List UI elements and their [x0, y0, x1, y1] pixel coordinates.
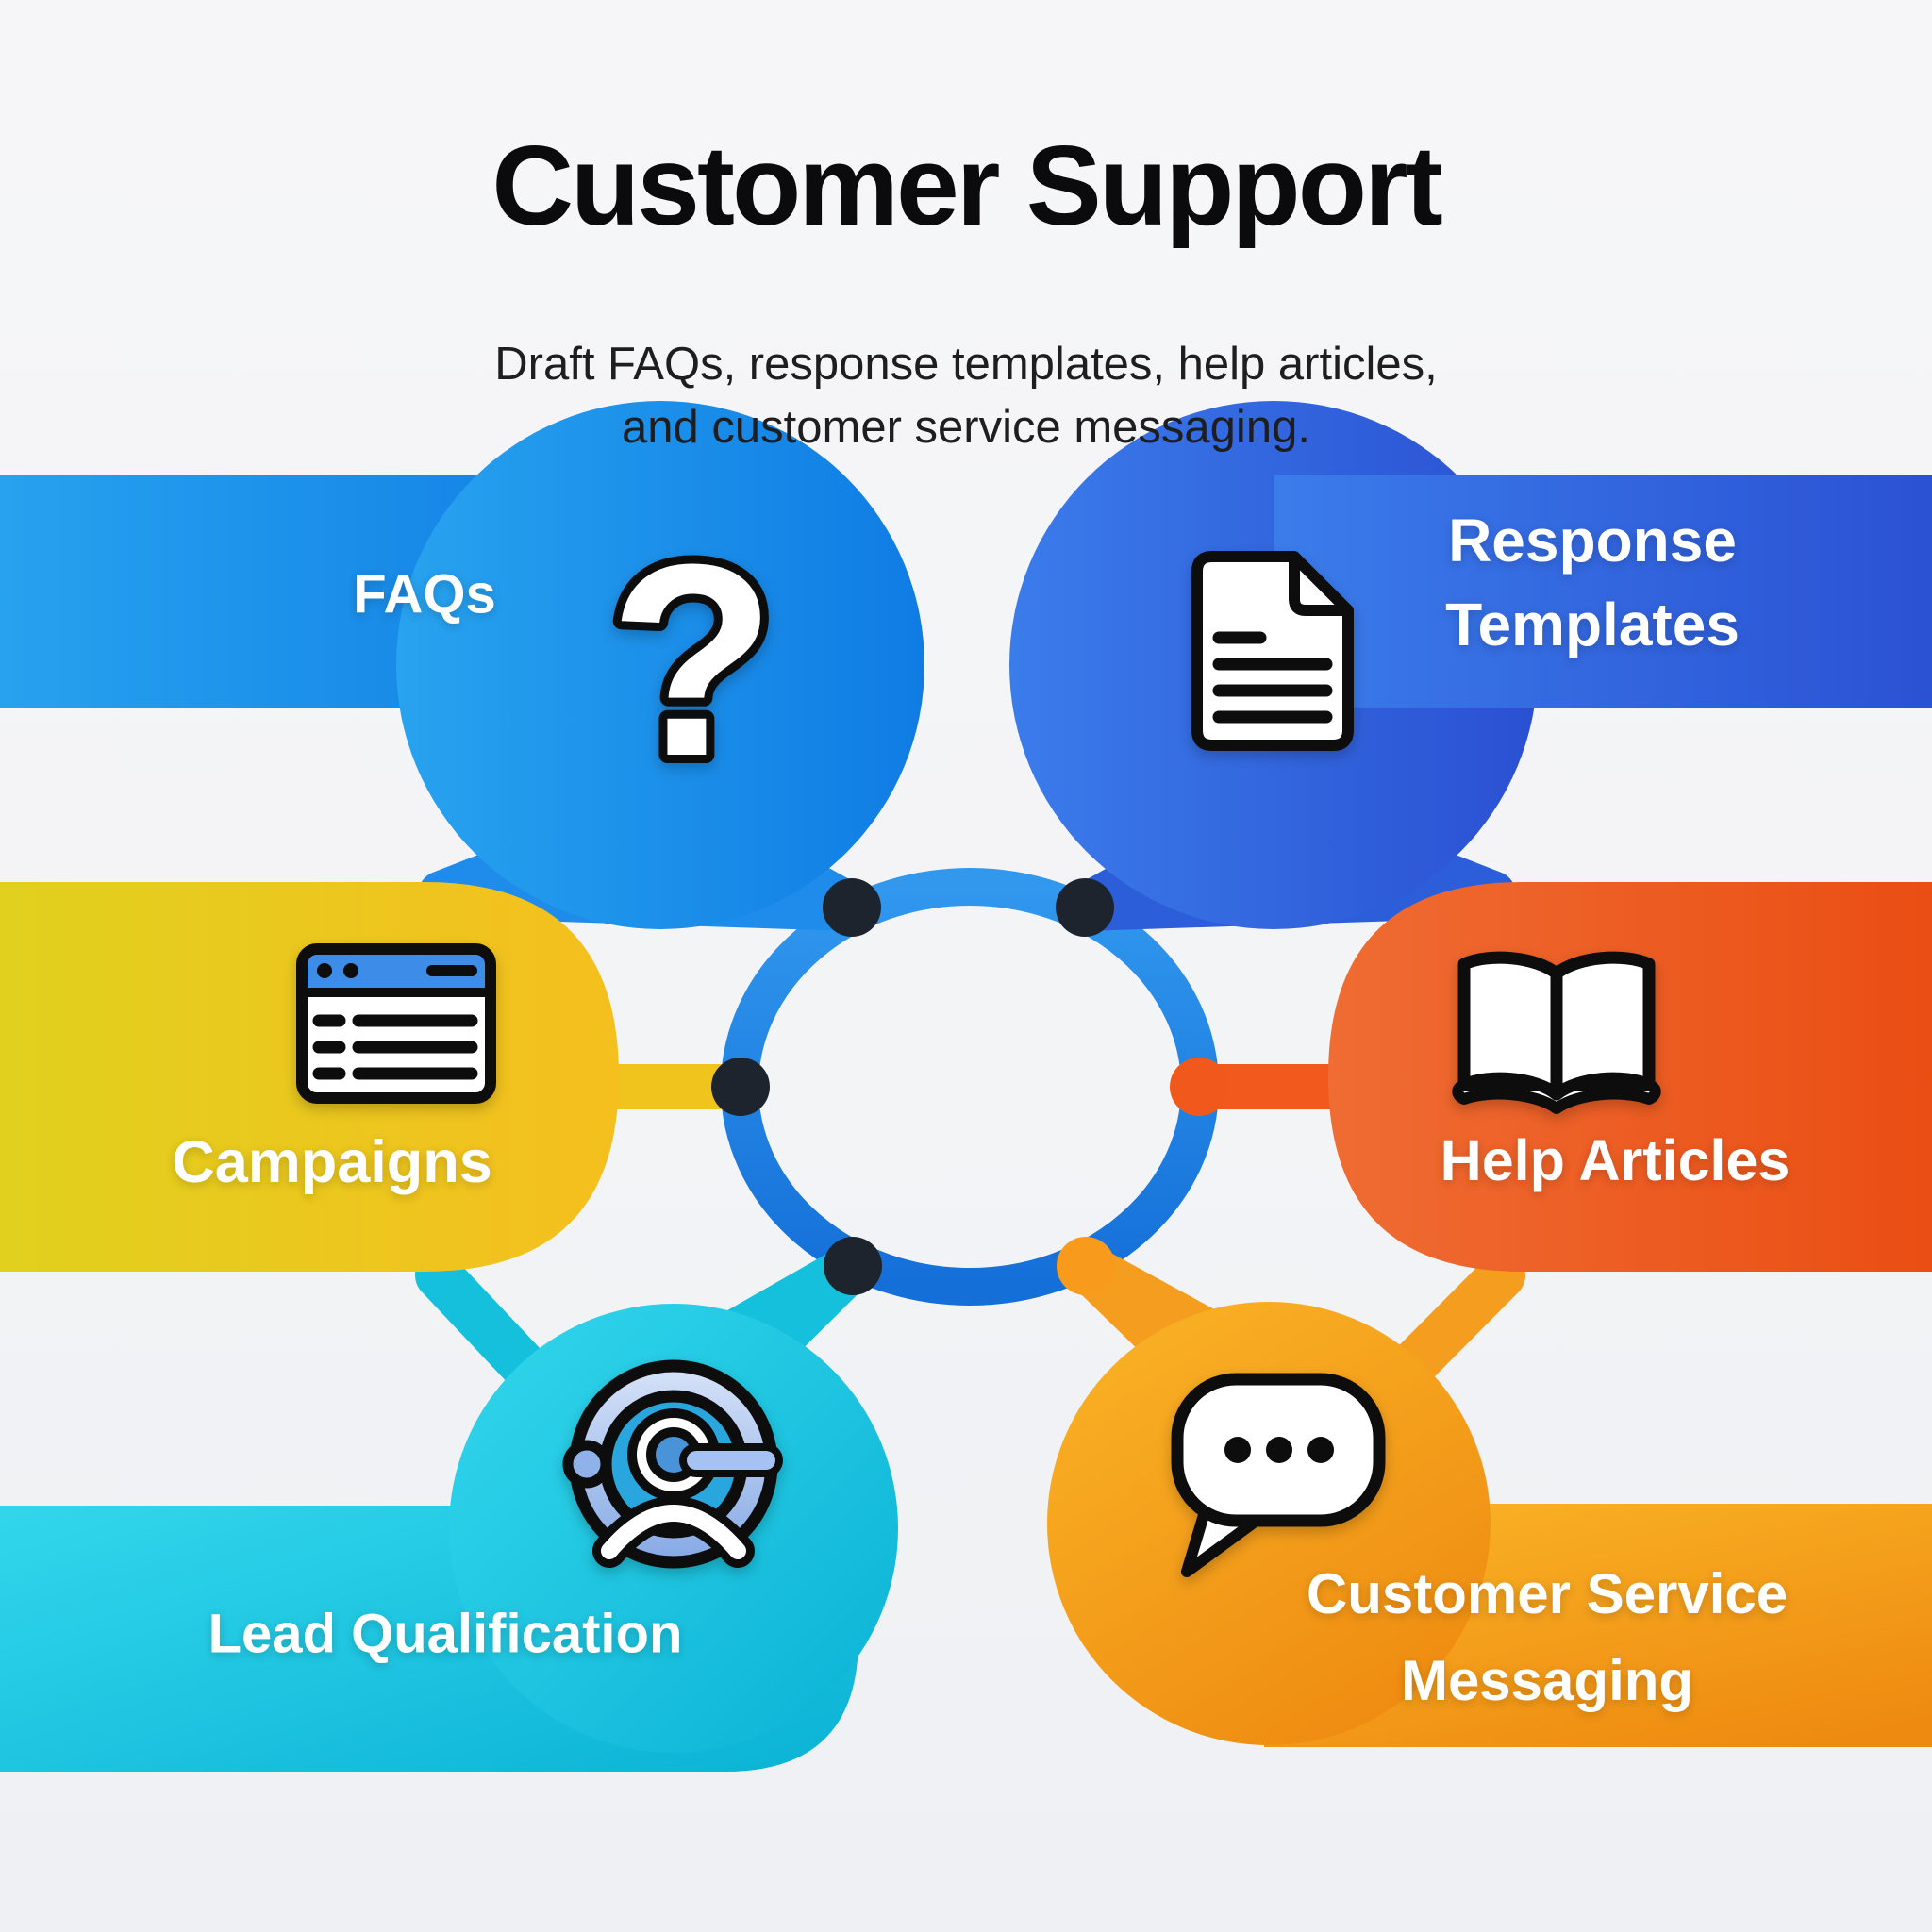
- bubble-dot-1: [1224, 1437, 1251, 1463]
- faqs-label: FAQs: [353, 563, 496, 625]
- response-templates-node-shape: [1009, 401, 1932, 929]
- csm-label-line-2: Messaging: [1400, 1649, 1694, 1712]
- faqs-circle: [396, 401, 924, 929]
- document-sheet: [1191, 551, 1354, 751]
- page-subtitle: Draft FAQs, response templates, help art…: [494, 333, 1437, 459]
- ring-junction-dots: [711, 878, 1228, 1295]
- page-title: Customer Support: [491, 123, 1442, 249]
- response-templates-banner: [1274, 475, 1932, 708]
- ring-dot-bottom-right: [1057, 1237, 1115, 1295]
- browser-dot-1: [317, 963, 332, 978]
- support-agent-icon: [562, 1359, 783, 1569]
- question-mark-icon: ?: [600, 499, 784, 822]
- browser-header: [302, 949, 491, 992]
- document-fold: [1289, 558, 1346, 616]
- central-hub-ring: [721, 868, 1219, 1306]
- bubble-dot-2: [1266, 1437, 1292, 1463]
- agent-shoulders: [601, 1505, 746, 1559]
- chat-bubble-icon: [1171, 1373, 1386, 1577]
- csm-label-line-1: Customer Service: [1306, 1562, 1789, 1625]
- response-templates-label: Response Templates: [1445, 499, 1740, 667]
- ring-dot-top-right: [1056, 878, 1114, 937]
- subtitle-line-2: and customer service messaging.: [622, 402, 1310, 453]
- response-templates-label-line-1: Response: [1448, 507, 1737, 575]
- browser-window-icon: [296, 943, 496, 1104]
- csm-label: Customer Service Messaging: [1307, 1551, 1788, 1724]
- ring-dot-left: [711, 1058, 770, 1116]
- campaigns-label: Campaigns: [172, 1129, 492, 1195]
- book-left-page: [1457, 951, 1563, 1101]
- document-icon: [1191, 551, 1354, 751]
- open-book-icon: [1452, 951, 1661, 1114]
- subtitle-line-1: Draft FAQs, response templates, help art…: [494, 339, 1438, 390]
- ring-dot-bottom-left: [824, 1237, 882, 1295]
- ring-dot-top-left: [823, 878, 881, 937]
- lead-qualification-node-shape: [0, 1304, 898, 1772]
- book-right-page: [1550, 951, 1656, 1101]
- lead-qualification-label: Lead Qualification: [208, 1603, 683, 1665]
- browser-frame: [296, 943, 496, 1104]
- faqs-node-shape: [0, 401, 924, 929]
- question-mark-glyph: ?: [608, 508, 775, 813]
- bubble-dot-3: [1307, 1437, 1334, 1463]
- document-lines: [1212, 631, 1333, 724]
- response-templates-label-line-2: Templates: [1445, 591, 1740, 658]
- help-articles-label: Help Articles: [1440, 1128, 1790, 1192]
- ring-dot-right: [1170, 1058, 1228, 1116]
- agent-earpiece: [562, 1440, 611, 1489]
- browser-dot-2: [343, 963, 358, 978]
- browser-list-rows: [312, 1014, 478, 1080]
